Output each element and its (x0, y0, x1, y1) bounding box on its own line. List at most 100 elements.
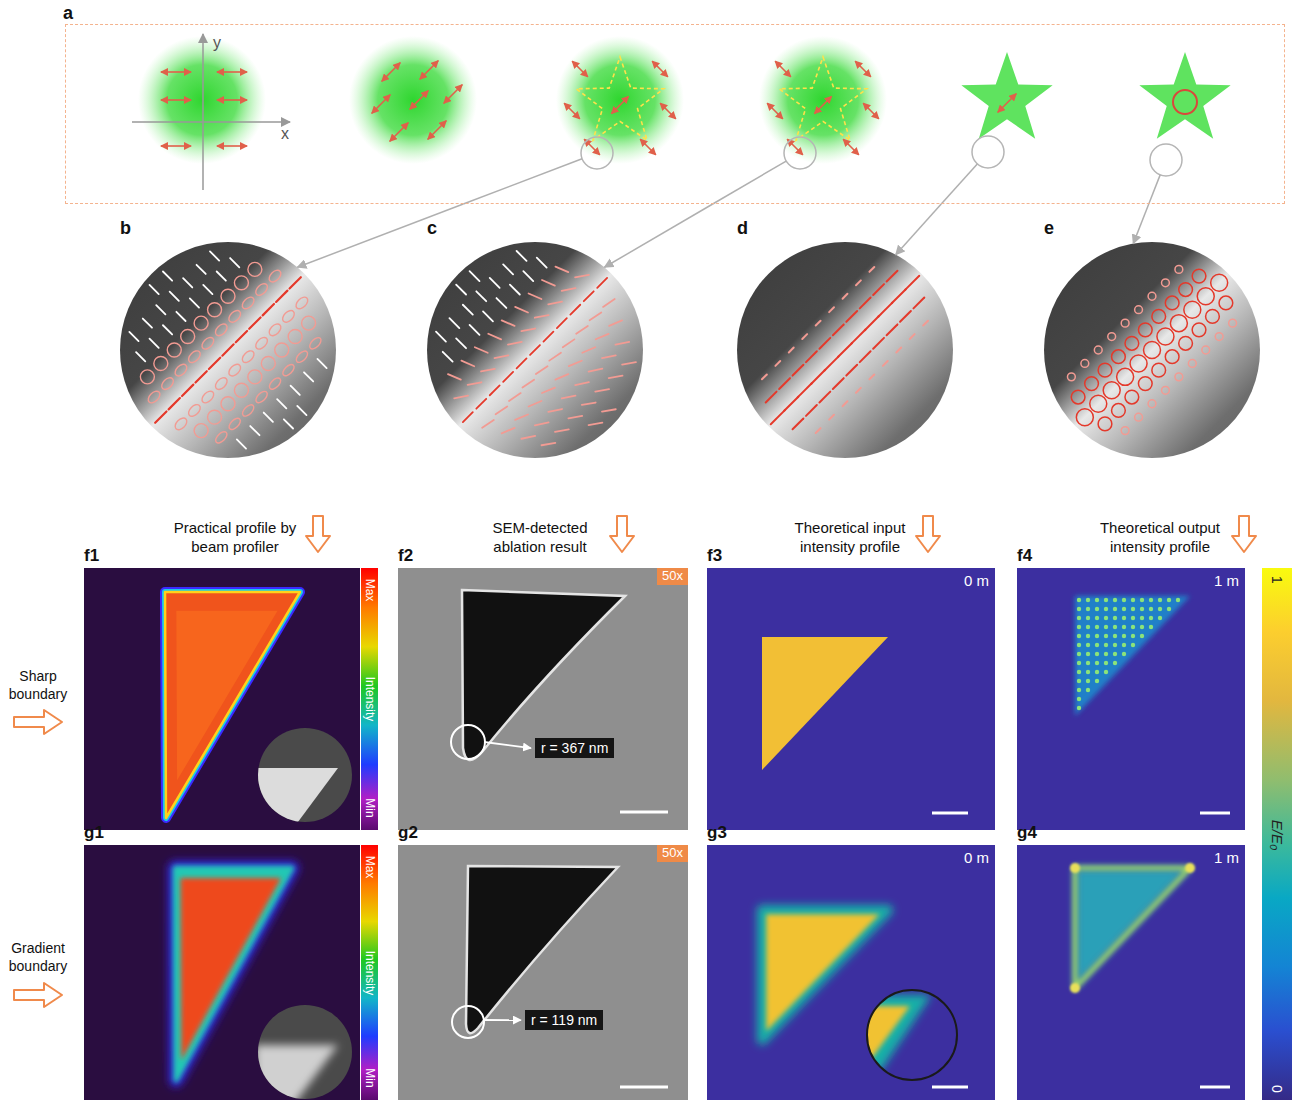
interference-dot (1149, 616, 1153, 620)
interference-dot (1113, 598, 1117, 602)
ablation-crater (462, 590, 625, 760)
zoom-marker (972, 136, 1004, 168)
image-panel: g1MaxIntensityMin (84, 845, 378, 1100)
polarization-mark (515, 307, 528, 313)
polarization-mark (609, 320, 622, 325)
axis-label: x (281, 125, 289, 143)
interference-dot (1095, 679, 1099, 683)
polarization-mark (865, 316, 879, 330)
zoom-circle: d (737, 242, 953, 458)
interference-dot (1104, 643, 1108, 647)
polarization-mark (846, 365, 857, 376)
polarization-mark (522, 380, 534, 388)
polarization-mark (495, 355, 509, 358)
polarization-mark (456, 285, 466, 295)
polarization-mark (873, 284, 884, 295)
polarization-mark (887, 271, 898, 282)
polarization-mark (589, 423, 603, 425)
ablation-crater (466, 866, 618, 1033)
value-label: 0 m (964, 849, 989, 866)
polarization-mark (582, 347, 595, 352)
interference-dot (1113, 652, 1117, 656)
polarization-circle (1175, 373, 1183, 381)
polarization-circle (1085, 377, 1099, 391)
polarization-mark (535, 315, 549, 318)
interference-dot (1140, 616, 1144, 620)
polarization-mark (515, 414, 528, 419)
polarization-mark (209, 358, 220, 369)
polarization-arrow (217, 71, 247, 73)
image-panel: g41 m (1017, 845, 1245, 1100)
polarization-ellipse (241, 403, 256, 418)
polarization-ellipse (299, 313, 319, 333)
polarization-mark (529, 293, 542, 299)
polarization-mark (454, 396, 468, 399)
polarization-circle (1229, 319, 1237, 327)
polarization-ellipse (267, 376, 282, 391)
scale-bar (932, 1086, 968, 1089)
polarization-mark (816, 428, 821, 433)
hollow-arrow (916, 516, 940, 552)
polarization-mark (535, 422, 549, 425)
panel-letter: b (120, 218, 131, 239)
polarization-mark (463, 305, 473, 315)
image-panel: g250xr = 119 nm (398, 845, 688, 1100)
polarization-mark (183, 278, 192, 287)
axis-line (202, 34, 204, 190)
polarization-circle (1184, 301, 1201, 318)
polarization-mark (129, 332, 138, 341)
polarization-circle (1206, 310, 1220, 324)
interference-dot (1077, 652, 1081, 656)
column-heading: Theoretical input intensity profile (775, 519, 925, 557)
polarization-circle (1157, 328, 1174, 345)
interference-dot (1176, 598, 1180, 602)
interference-dot (1077, 706, 1081, 710)
value-label: 1 m (1214, 849, 1239, 866)
polarization-mark (900, 311, 911, 322)
polarization-mark (482, 420, 494, 428)
polarization-mark (597, 278, 607, 288)
polarization-mark (784, 397, 798, 411)
zoom-art (1044, 242, 1260, 458)
polarization-circle (1138, 377, 1152, 391)
polarization-mark (170, 292, 179, 301)
interference-dot (1086, 625, 1090, 629)
polarization-circle (1112, 404, 1126, 418)
polarization-mark (542, 388, 555, 393)
interference-dot (1122, 643, 1126, 647)
polarization-mark (833, 378, 844, 389)
polarization-circle (1081, 360, 1089, 368)
polarization-mark (222, 344, 233, 355)
interference-dot (1086, 598, 1090, 602)
polarization-circle (1108, 333, 1116, 341)
circular-polarization (1173, 90, 1197, 114)
interference-dot (1077, 625, 1081, 629)
polarization-mark (304, 372, 313, 381)
polarization-mark (542, 280, 555, 286)
polarization-mark (905, 276, 919, 290)
polarization-arrow (372, 95, 390, 113)
hollow-arrow (610, 516, 634, 552)
interference-dot (1131, 634, 1135, 638)
polarization-mark (548, 409, 562, 412)
polarization-ellipse (240, 349, 256, 365)
value-label: 1 m (1214, 572, 1239, 589)
interference-dot (1104, 670, 1108, 674)
interference-dot (1086, 607, 1090, 611)
interference-dot (1113, 625, 1117, 629)
polarization-mark (537, 258, 547, 268)
value-label: Min (362, 798, 376, 817)
polarization-mark (576, 326, 588, 334)
theory-image (1017, 845, 1245, 1100)
leader-line (1149, 175, 1160, 204)
gaussian-beam (349, 36, 477, 164)
polarization-mark (860, 351, 871, 362)
inset-clip (255, 1045, 338, 1102)
interference-dot (1104, 616, 1108, 620)
polarization-mark (843, 401, 848, 406)
polarization-mark (543, 332, 553, 342)
polarization-mark (264, 413, 273, 422)
column-heading: Practical profile by beam profiler (173, 519, 297, 557)
interference-dot (1077, 616, 1081, 620)
polarization-mark (775, 361, 780, 366)
